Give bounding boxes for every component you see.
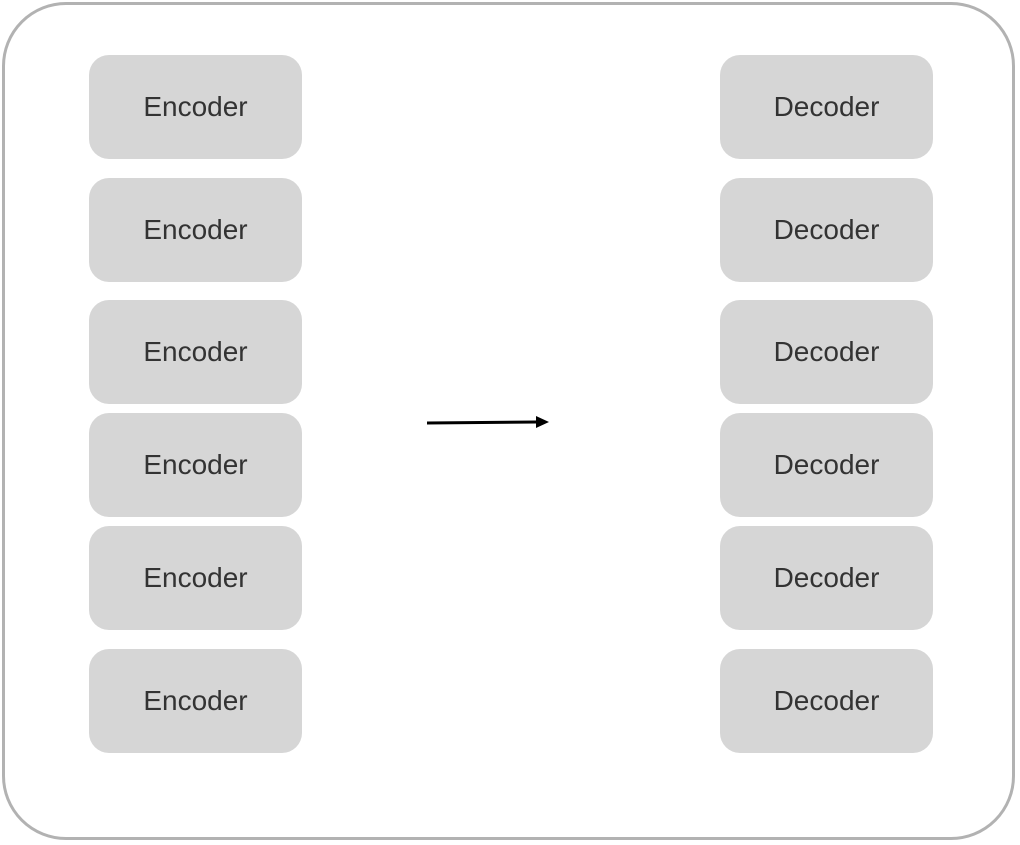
decoder-label: Decoder: [773, 562, 880, 593]
encoder-block: Encoder: [89, 55, 302, 159]
decoder-label: Decoder: [773, 214, 880, 245]
decoder-label: Decoder: [773, 685, 880, 716]
encoder-block: Encoder: [89, 526, 302, 630]
decoder-block: Decoder: [720, 649, 933, 753]
encoder-label: Encoder: [143, 91, 248, 122]
encoder-label: Encoder: [143, 449, 248, 480]
decoder-block: Decoder: [720, 526, 933, 630]
decoder-block: Decoder: [720, 178, 933, 282]
encoder-block: Encoder: [89, 649, 302, 753]
decoder-label: Decoder: [773, 91, 880, 122]
arrow-shaft: [426, 420, 538, 425]
encoder-label: Encoder: [143, 336, 248, 367]
encoder-label: Encoder: [143, 685, 248, 716]
encoder-block: Encoder: [89, 413, 302, 517]
decoder-block: Decoder: [720, 55, 933, 159]
encoder-label: Encoder: [143, 214, 248, 245]
decoder-label: Decoder: [773, 336, 880, 367]
right-arrow-icon: [426, 416, 549, 428]
encoder-block: Encoder: [89, 300, 302, 404]
encoder-block: Encoder: [89, 178, 302, 282]
decoder-block: Decoder: [720, 300, 933, 404]
encoder-label: Encoder: [143, 562, 248, 593]
decoder-block: Decoder: [720, 413, 933, 517]
arrow-head: [536, 416, 549, 428]
decoder-label: Decoder: [773, 449, 880, 480]
